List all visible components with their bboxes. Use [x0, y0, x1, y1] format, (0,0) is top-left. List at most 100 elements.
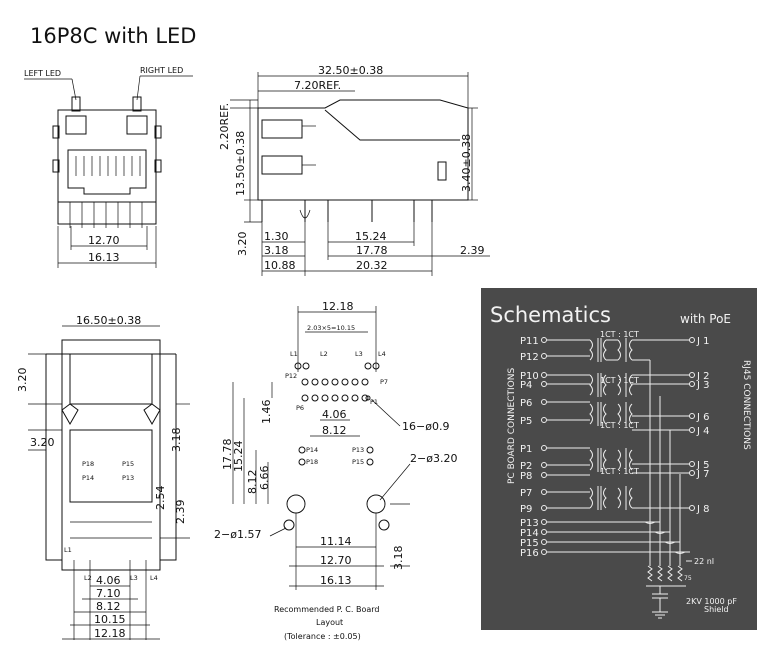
resistor-label: 75 [684, 575, 692, 582]
sch-pin-p10: P10 [520, 371, 539, 382]
pcb-pin-p12: P12 [285, 372, 297, 380]
schematic-title: Schematics [490, 303, 611, 327]
ratio-2: 1CT : 1CT [600, 376, 639, 385]
pcb-led-l1: L1 [290, 350, 298, 358]
front-dim-inner: 12.70 [88, 234, 120, 247]
schematic-subtitle: with PoE [680, 312, 731, 326]
sch-pin-p6: P6 [520, 398, 532, 409]
bottom-dim-2: 8.12 [96, 600, 121, 613]
side-dim-length: 32.50±0.38 [318, 64, 383, 77]
side-dim-c: 3.18 [264, 244, 289, 257]
pcb-pin-p18: P18 [306, 458, 318, 466]
bottom-dim-0: 4.06 [96, 574, 121, 587]
sch-jack-j2: J 2 [696, 371, 710, 382]
sch-pin-p1: P1 [520, 444, 532, 455]
sch-pin-p8: P8 [520, 471, 532, 482]
side-dim-f: 10.88 [264, 259, 296, 272]
shield-label: Shield [704, 605, 729, 614]
pcb-dim-mid-a: 4.06 [322, 408, 347, 421]
pcb-dim-bot-b: 12.70 [320, 554, 352, 567]
side-dim-height: 13.50±0.38 [234, 131, 247, 196]
sch-pin-p12: P12 [520, 352, 539, 363]
sch-pin-p2: P2 [520, 461, 532, 472]
sch-pin-p7: P7 [520, 488, 532, 499]
sch-pin-p16: P16 [520, 548, 539, 559]
bottom-dim-1: 7.10 [96, 587, 121, 600]
bottom-pin-l2: L2 [84, 574, 92, 582]
bottom-pin-l4: L4 [150, 574, 158, 582]
pcb-hole-c: 2−ø1.57 [214, 528, 261, 541]
bottom-dim-left-mid: 3.20 [30, 436, 55, 449]
pcb-led-l4: L4 [378, 350, 386, 358]
side-dim-ref-left: 2.20REF. [218, 103, 231, 150]
front-view: LEFT LED RIGHT LED [24, 66, 193, 268]
pcb-pin-p15: P15 [352, 458, 364, 466]
side-view: 32.50±0.38 7.20REF. 2.20REF. 13.50±0.38 … [218, 64, 490, 276]
bottom-dim-4: 12.18 [94, 627, 126, 640]
side-dim-e: 2.39 [460, 244, 485, 257]
side-dim-pin-depth: 3.20 [236, 232, 249, 257]
sch-pin-p5: P5 [520, 416, 532, 427]
sch-pin-p4: P4 [520, 380, 532, 391]
pcb-caption-2: Layout [316, 618, 343, 627]
pcb-pin-p6: P6 [296, 404, 304, 412]
sch-jack-j7: J 7 [696, 469, 710, 480]
bottom-dim-width: 16.50±0.38 [76, 314, 141, 327]
bottom-pin-p18: P18 [82, 460, 94, 468]
side-dim-g: 20.32 [356, 259, 388, 272]
ratio-4: 1CT : 1CT [600, 467, 639, 476]
bottom-pin-p13: P13 [122, 474, 134, 482]
side-dim-ref-top: 7.20REF. [294, 79, 341, 92]
sch-jack-j5: J 5 [696, 460, 710, 471]
sch-pin-p15: P15 [520, 538, 539, 549]
bottom-pin-l1: L1 [64, 546, 72, 554]
transformer-1 [589, 338, 690, 362]
pcb-dim-pitch: 2.03×5=10.15 [307, 324, 355, 332]
pcb-hole-b: 2−ø3.20 [410, 452, 457, 465]
ratio-1: 1CT : 1CT [600, 330, 639, 339]
transformer-3 [589, 402, 690, 431]
sch-pin-p9: P9 [520, 504, 532, 515]
pcb-dim-vert-b: 15.24 [232, 441, 245, 473]
pcb-dim-top: 12.18 [322, 300, 354, 313]
bottom-dim-3: 10.15 [94, 613, 126, 626]
sch-pin-p13: P13 [520, 518, 539, 529]
termination-network: 75 [646, 560, 692, 619]
inductor-label: 22 nI [694, 557, 714, 566]
pcb-dim-bot-a: 11.14 [320, 535, 352, 548]
pcb-pin-p13: P13 [352, 446, 364, 454]
pcb-pin-p7: P7 [380, 378, 388, 386]
right-led-label: RIGHT LED [140, 66, 183, 75]
bottom-dim-right-c: 2.39 [174, 500, 187, 525]
bottom-pin-p14: P14 [82, 474, 94, 482]
pcb-dim-bot-c: 16.13 [320, 574, 352, 587]
sch-jack-j3: J 3 [696, 380, 710, 391]
schematic-left-label: PC BOARD CONNECTIONS [507, 368, 517, 484]
pcb-layout: 12.18 2.03×5=10.15 L1 L2 L3 L4 P12 P7 P6… [214, 300, 457, 641]
front-dim-outer: 16.13 [88, 251, 120, 264]
sch-pin-p14: P14 [520, 528, 539, 539]
bottom-pin-p15: P15 [122, 460, 134, 468]
sch-jack-j8: J 8 [696, 504, 710, 515]
sch-jack-j1: J 1 [696, 336, 710, 347]
page-title: 16P8C with LED [30, 24, 197, 48]
side-dim-a: 1.30 [264, 230, 289, 243]
transformer-2 [589, 373, 690, 397]
sch-jack-j6: J 6 [696, 412, 710, 423]
pcb-hole-a: 16−ø0.9 [402, 420, 449, 433]
schematic-panel: Schematics with PoE PC BOARD CONNECTIONS… [481, 288, 757, 630]
bottom-pin-l3: L3 [130, 574, 138, 582]
pcb-pin-p14: P14 [306, 446, 318, 454]
sch-pin-p11: P11 [520, 336, 539, 347]
transformer-4 [589, 448, 690, 474]
pcb-caption-1: Recommended P. C. Board [274, 605, 379, 614]
pcb-dim-vert-e: 6.66 [258, 466, 271, 491]
bottom-dim-right-b: 2.54 [154, 486, 167, 511]
pcb-dim-vert-c: 1.46 [260, 400, 273, 425]
side-dim-d: 17.78 [356, 244, 388, 257]
pcb-dim-mid-b: 8.12 [322, 424, 347, 437]
side-dim-b: 15.24 [355, 230, 387, 243]
pcb-caption-3: (Tolerance : ±0.05) [284, 632, 361, 641]
side-dim-right: 3.40±0.38 [460, 134, 473, 192]
